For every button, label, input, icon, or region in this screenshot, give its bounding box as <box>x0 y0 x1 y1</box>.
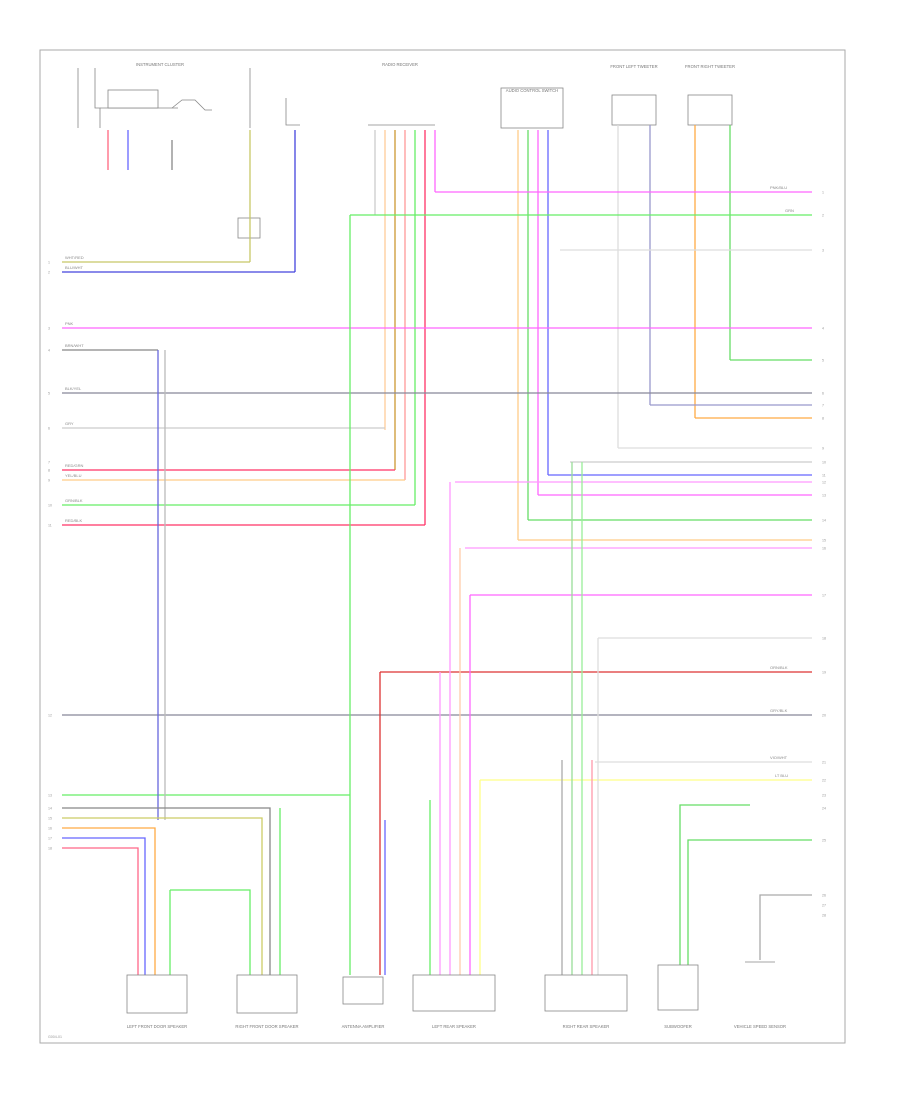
right-ref-number: 10 <box>822 461 826 465</box>
right-ref-number: 14 <box>822 519 826 523</box>
right-ref-number: 19 <box>822 671 826 675</box>
antenna-amplifier: ANTENNA AMPLIFIER <box>342 976 385 1029</box>
right-ref-number: 5 <box>822 359 824 363</box>
wire-label-7: RED/GRN <box>65 463 84 468</box>
right-ref-number: 18 <box>822 637 826 641</box>
left-ref-number: 18 <box>48 847 52 851</box>
left-ref-number: 2 <box>48 271 50 275</box>
right-ref-number: 6 <box>822 392 824 396</box>
wire-label-13: GRY/BLK <box>770 708 788 713</box>
right-rear-speaker: RIGHT REAR SPEAKER <box>544 974 628 1029</box>
wire-label-8: YEL/BLU <box>65 473 82 478</box>
right-ref-number: 21 <box>822 761 826 765</box>
subwoofer-label: SUBWOOFER <box>664 1024 691 1029</box>
right-rear-speaker-label: RIGHT REAR SPEAKER <box>563 1024 610 1029</box>
vehicle-speed-sensor-label: VEHICLE SPEED SENSOR <box>734 1024 786 1029</box>
left-ref-number: 12 <box>48 714 52 718</box>
left-ref-number: 13 <box>48 794 52 798</box>
left-front-door-speaker: LEFT FRONT DOOR SPEAKER <box>126 974 188 1029</box>
right-ref-number: 26 <box>822 894 826 898</box>
radio-receiver-label: RADIO RECEIVER <box>382 62 418 67</box>
wire-label-3: PNK <box>65 321 74 326</box>
left-ref-number: 3 <box>48 327 50 331</box>
right-ref-number: 27 <box>822 904 826 908</box>
wire-label-4: BRN/WHT <box>65 343 84 348</box>
wire-label-10: RED/BLK <box>65 518 82 523</box>
right-ref-number: 9 <box>822 447 824 451</box>
right-ref-number: 13 <box>822 494 826 498</box>
left-ref-number: 7 <box>48 461 50 465</box>
wire-label-6: GRY <box>65 421 74 426</box>
footer-code: G004-01 <box>48 1035 62 1039</box>
wire-label-5: BLK/YEL <box>65 386 82 391</box>
instrument-cluster-label: INSTRUMENT CLUSTER <box>136 62 184 67</box>
wire-label-15: VIO/WHT <box>770 755 788 760</box>
right-ref-number: 1 <box>822 191 824 195</box>
right-ref-number: 16 <box>822 547 826 551</box>
right-ref-number: 23 <box>822 794 826 798</box>
wire-label-14: ORN/BLK <box>770 665 788 670</box>
audio-control-box: AUDIO CONTROL SWITCH <box>500 87 564 129</box>
left-rear-speaker: LEFT REAR SPEAKER <box>412 974 496 1029</box>
instrument-cluster: INSTRUMENT CLUSTER <box>77 62 300 239</box>
left-ref-number: 17 <box>48 837 52 841</box>
right-ref-number: 22 <box>822 779 826 783</box>
right-ref-number: 20 <box>822 714 826 718</box>
right-ref-number: 17 <box>822 594 826 598</box>
right-ref-number: 3 <box>822 249 824 253</box>
right-ref-number: 8 <box>822 417 824 421</box>
right-ref-number: 11 <box>822 474 826 478</box>
left-ref-number: 10 <box>48 504 52 508</box>
left-ref-number: 16 <box>48 827 52 831</box>
vehicle-speed-sensor: VEHICLE SPEED SENSOR <box>734 961 786 1029</box>
left-ref-number: 1 <box>48 261 50 265</box>
right-ref-number: 2 <box>822 214 824 218</box>
wire-label-16: LT BLU <box>775 773 788 778</box>
front-right-tweeter-label: FRONT RIGHT TWEETER <box>685 64 735 69</box>
subwoofer: SUBWOOFER <box>657 964 699 1029</box>
right-ref-number: 15 <box>822 539 826 543</box>
right-ref-number: 25 <box>822 839 826 843</box>
rf-door-speaker-label: RIGHT FRONT DOOR SPEAKER <box>235 1024 298 1029</box>
left-ref-number: 8 <box>48 469 50 473</box>
front-right-tweeter: FRONT RIGHT TWEETER <box>685 64 735 126</box>
left-ref-number: 9 <box>48 479 50 483</box>
wire-label-1: WHT/RED <box>65 255 84 260</box>
left-ref-number: 4 <box>48 349 50 353</box>
front-left-tweeter: FRONT LEFT TWEETER <box>610 64 658 126</box>
left-ref-number: 11 <box>48 524 52 528</box>
wire-label-12: GRN <box>785 208 794 213</box>
right-ref-number: 24 <box>822 807 826 811</box>
diagram-border <box>39 49 846 1044</box>
left-ref-number: 15 <box>48 817 52 821</box>
left-rear-speaker-label: LEFT REAR SPEAKER <box>432 1024 476 1029</box>
left-ref-number: 5 <box>48 392 50 396</box>
right-ref-number: 12 <box>822 481 826 485</box>
audio-control-label: AUDIO CONTROL SWITCH <box>506 88 558 93</box>
left-ref-number: 14 <box>48 807 52 811</box>
lf-door-speaker-label: LEFT FRONT DOOR SPEAKER <box>127 1024 187 1029</box>
wire-label-2: BLU/WHT <box>65 265 84 270</box>
right-ref-number: 28 <box>822 914 826 918</box>
right-ref-number: 7 <box>822 404 824 408</box>
front-left-tweeter-label: FRONT LEFT TWEETER <box>610 64 657 69</box>
wire-label-11: PNK/BLU <box>770 185 787 190</box>
right-ref-number: 4 <box>822 327 824 331</box>
right-front-door-speaker: RIGHT FRONT DOOR SPEAKER <box>235 974 299 1029</box>
right-reference-numbers: 1234567891011121314151617181920212223242… <box>822 191 826 918</box>
wire-label-9: GRN/BLK <box>65 498 83 503</box>
antenna-amplifier-label: ANTENNA AMPLIFIER <box>342 1024 385 1029</box>
left-ref-number: 6 <box>48 427 50 431</box>
radio-receiver-connector: RADIO RECEIVER <box>368 62 435 126</box>
